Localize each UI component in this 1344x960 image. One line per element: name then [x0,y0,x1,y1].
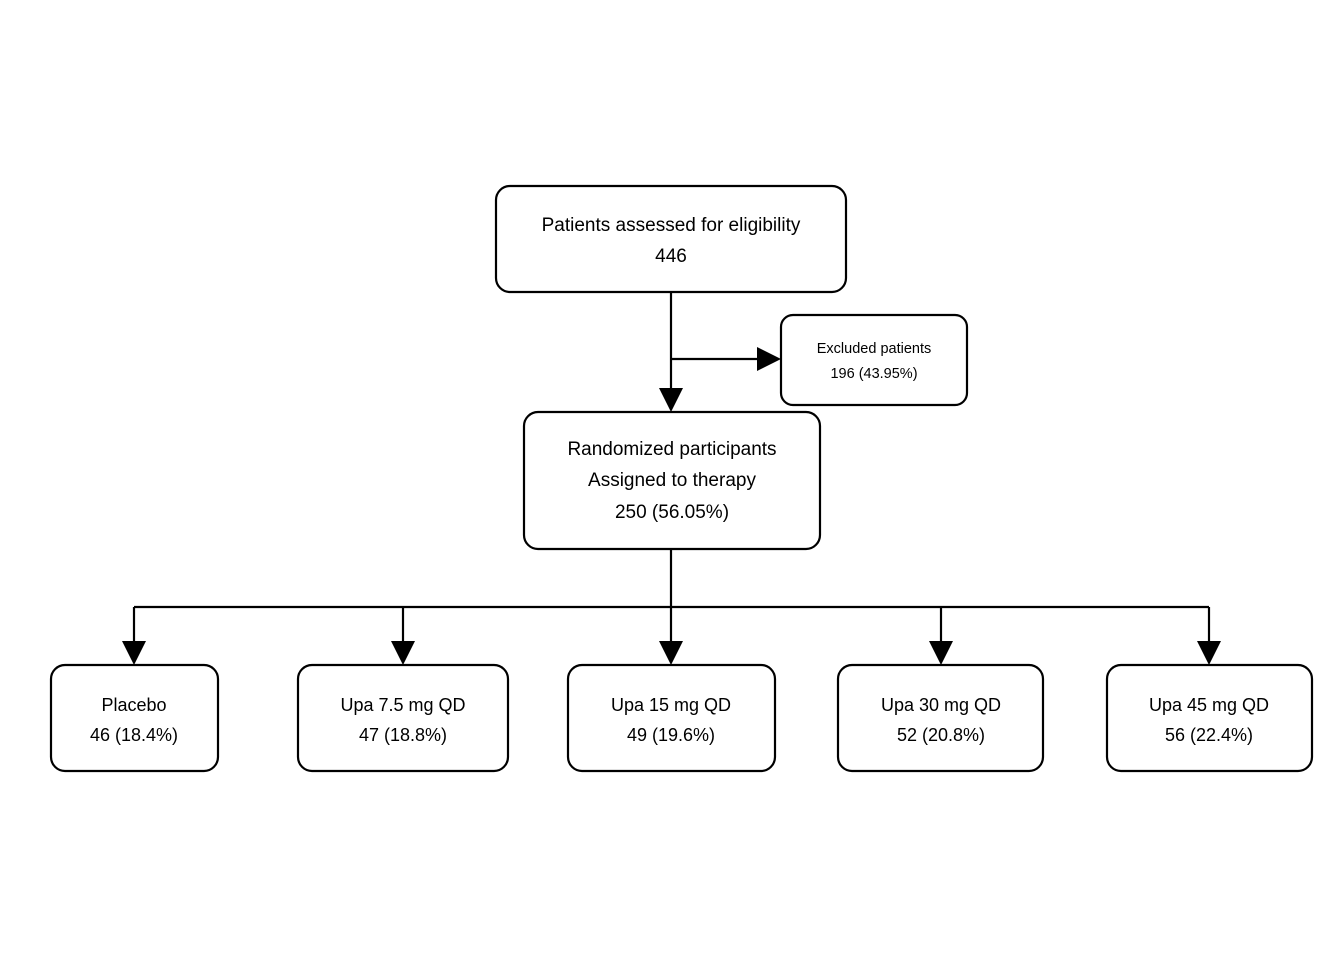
arrowhead-upa-45 [1197,641,1221,665]
upa-30-arm-box: Upa 30 mg QD 52 (20.8%) [836,663,1045,773]
randomized-line1: Randomized participants [567,439,776,460]
upa-30-arm-box-shape [836,663,1045,773]
upa-15-arm-box: Upa 15 mg QD 49 (19.6%) [566,663,777,773]
placebo-arm-line1: Placebo [101,695,166,715]
arrowhead-randomized [659,388,683,412]
upa-7-5-arm-line1: Upa 7.5 mg QD [340,695,465,715]
upa-30-arm-line1: Upa 30 mg QD [881,695,1001,715]
randomized-participants-box: Randomized participants Assigned to ther… [522,410,822,551]
patients-assessed-box-shape [494,184,848,294]
arrowhead-upa-30 [929,641,953,665]
arrowhead-excluded [757,347,781,371]
patients-assessed-box: Patients assessed for eligibility 446 [494,184,848,294]
arrowhead-placebo [122,641,146,665]
upa-7-5-arm-box: Upa 7.5 mg QD 47 (18.8%) [296,663,510,773]
patients-assessed-line2: 446 [655,246,687,267]
excluded-patients-line1: Excluded patients [817,341,931,357]
upa-45-arm-box: Upa 45 mg QD 56 (22.4%) [1105,663,1314,773]
upa-45-arm-box-shape [1105,663,1314,773]
excluded-patients-box: Excluded patients 196 (43.95%) [779,313,969,407]
placebo-arm-line2: 46 (18.4%) [90,725,178,745]
arrowhead-upa-7-5 [391,641,415,665]
upa-7-5-arm-box-shape [296,663,510,773]
upa-15-arm-line1: Upa 15 mg QD [611,695,731,715]
randomized-line3: 250 (56.05%) [615,502,729,523]
excluded-patients-box-shape [779,313,969,407]
upa-30-arm-line2: 52 (20.8%) [897,725,985,745]
placebo-arm-box-shape [49,663,220,773]
upa-7-5-arm-line2: 47 (18.8%) [359,725,447,745]
arrowhead-upa-15 [659,641,683,665]
upa-15-arm-box-shape [566,663,777,773]
randomized-participants-box-shape [522,410,822,551]
upa-45-arm-line2: 56 (22.4%) [1165,725,1253,745]
upa-45-arm-line1: Upa 45 mg QD [1149,695,1269,715]
randomized-line2: Assigned to therapy [588,470,756,491]
placebo-arm-box: Placebo 46 (18.4%) [49,663,220,773]
patients-assessed-line1: Patients assessed for eligibility [542,215,801,236]
upa-15-arm-line2: 49 (19.6%) [627,725,715,745]
excluded-patients-line2: 196 (43.95%) [830,366,917,382]
